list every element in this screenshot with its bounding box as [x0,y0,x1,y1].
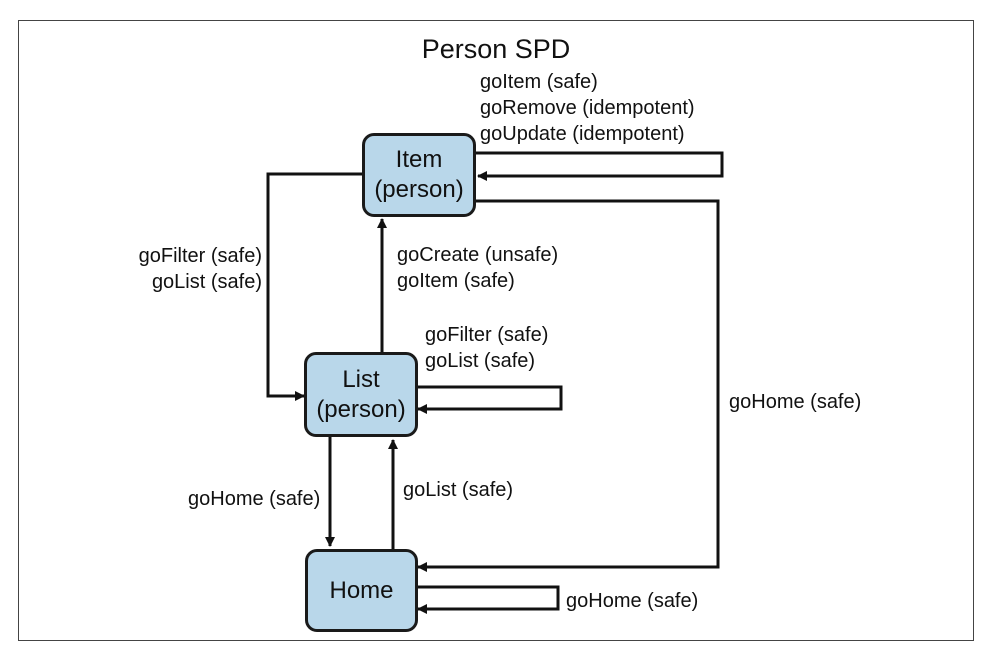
edge-home-self [416,585,560,614]
edge-label-home-self: goHome (safe) [566,590,699,612]
edge-item-to-home [417,199,720,572]
edge-label-home-to-list: goList (safe) [403,479,514,501]
edge-label-list-to-item: goCreate (unsafe) goItem (safe) [397,242,558,294]
edge-label-line: goList (safe) [151,271,262,293]
edge-label-line: goUpdate (idempotent) [480,123,685,145]
edge-label-line: goList (safe) [425,350,536,372]
edge-label-item-to-home: goHome (safe) [729,391,862,413]
edge-label-line: goFilter (safe) [425,324,549,346]
node-home-label: Home [329,576,394,604]
edge-list-self [416,385,563,414]
node-item-sublabel: (person) [374,176,464,203]
edge-label-list-self: goFilter (safe) goList (safe) [425,322,548,374]
node-item-label: Item [395,146,443,173]
node-list: List (person) [304,352,418,437]
edge-label-line: goItem (safe) [480,71,598,93]
diagram-frame [18,20,974,641]
edge-label-item-self: goItem (safe) goRemove (idempotent) goUp… [480,69,695,147]
node-item: Item (person) [362,133,476,217]
edge-label-line: goItem (safe) [397,270,515,292]
edge-item-self [476,151,724,181]
edge-label-line: goRemove (idempotent) [480,97,695,119]
edge-label-line: goFilter (safe) [138,245,262,267]
edge-label-item-to-list: goFilter (safe) goList (safe) [139,243,262,295]
node-list-sublabel: (person) [316,395,406,423]
diagram-title: Person SPD [421,34,571,64]
edge-label-line: goCreate (unsafe) [397,244,559,266]
edge-label-list-to-home: goHome (safe) [188,488,321,510]
node-list-label: List [342,365,380,393]
edge-item-to-list [266,172,362,401]
node-home: Home [305,549,418,632]
